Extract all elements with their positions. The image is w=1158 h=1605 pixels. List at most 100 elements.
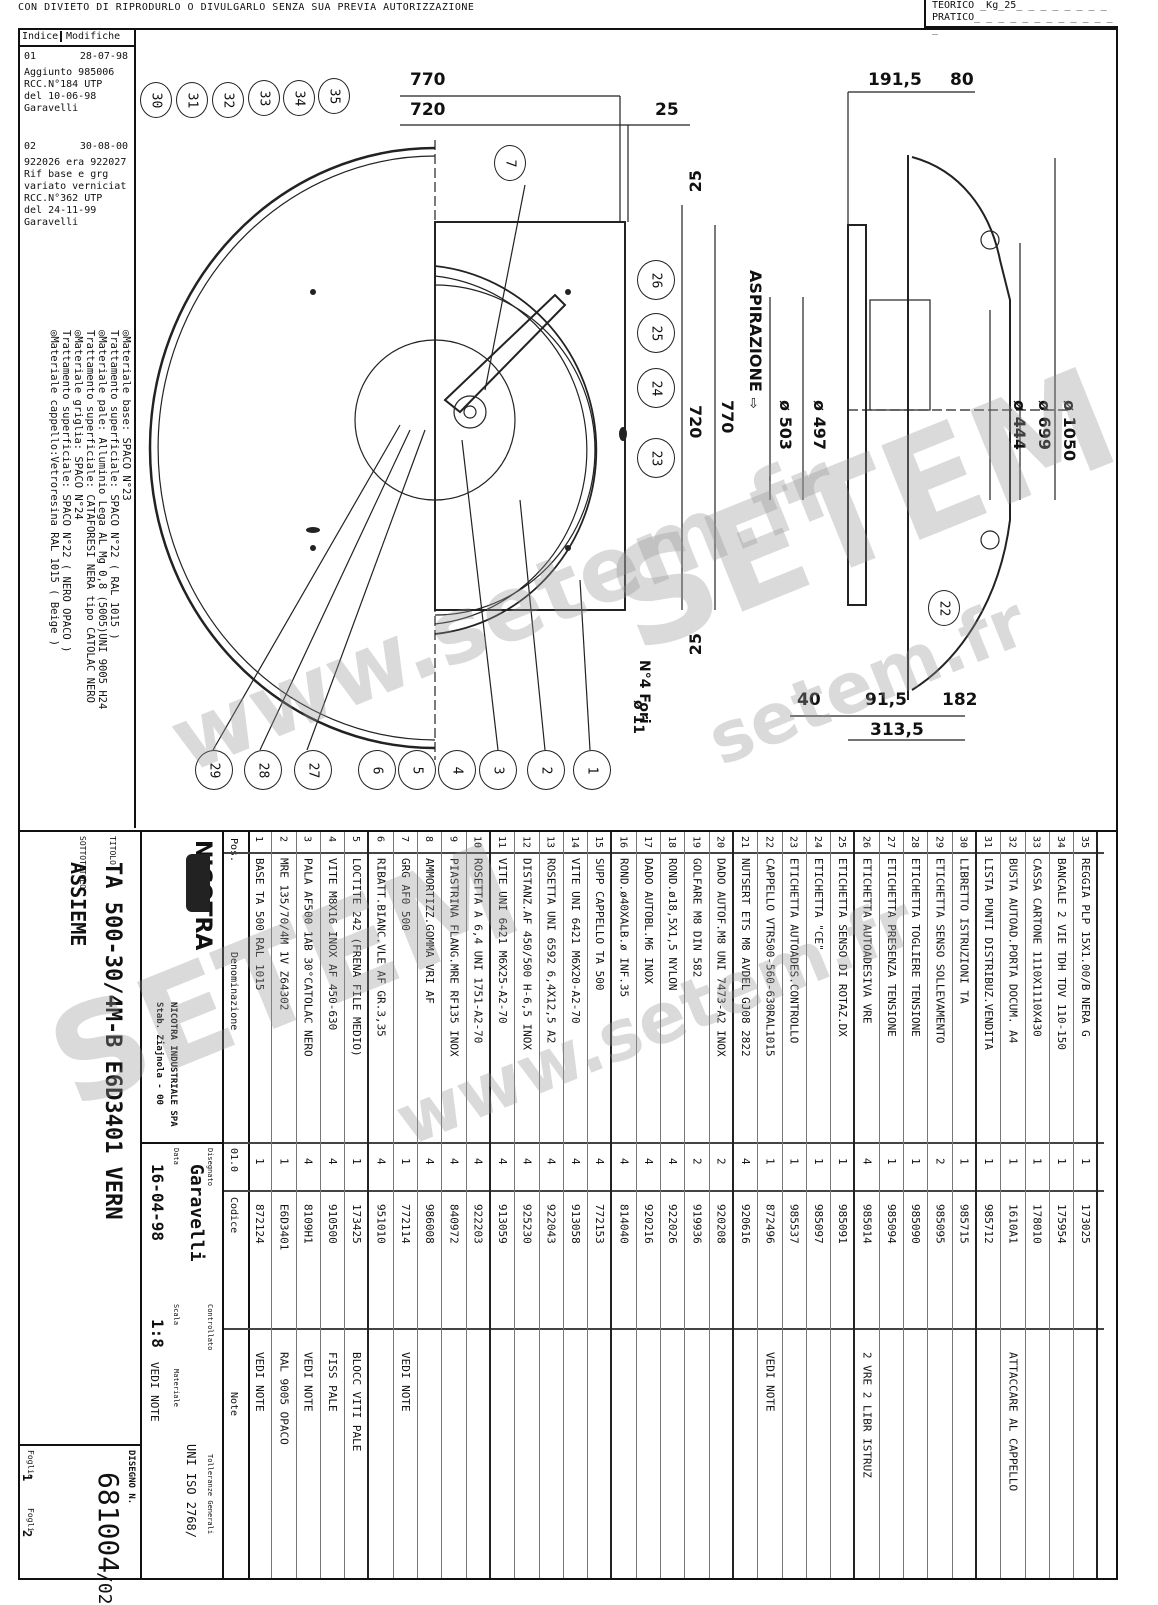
bom-name: GOLFARE M8 DIN 582 bbox=[690, 858, 704, 978]
bom-qty: 2 bbox=[714, 1158, 728, 1165]
revision-date: 30-08-00 bbox=[79, 141, 128, 152]
drawing-subtitle: ASSIEME bbox=[66, 862, 90, 947]
balloon-2: 2 bbox=[527, 750, 565, 790]
balloon-30: 30 bbox=[140, 82, 172, 118]
bom-qty: 4 bbox=[568, 1158, 582, 1165]
bom-code: 922043 bbox=[544, 1204, 558, 1244]
bom-code: 919936 bbox=[690, 1204, 704, 1244]
bom-code: 985095 bbox=[933, 1204, 947, 1244]
bom-qty: 1 bbox=[253, 1158, 266, 1165]
designer-name: Garavelli bbox=[186, 1164, 207, 1262]
bom-note: VEDI NOTE bbox=[301, 1352, 315, 1412]
fan-drawing bbox=[148, 91, 1070, 760]
bom-name: DISTANZ.AF 450/500 H-6,5 INOX bbox=[520, 858, 534, 1051]
dim-height-outer: 770 bbox=[718, 400, 737, 434]
bom-name: ETICHETTA "CE" bbox=[811, 858, 825, 951]
bom-divider-name bbox=[224, 1142, 1104, 1144]
bom-pos: 11 bbox=[496, 836, 507, 849]
bom-name: AMMORTIZZ.GOMMA VRI AF bbox=[423, 858, 437, 1004]
bom-divider-qty bbox=[224, 1190, 1104, 1192]
bom-name: GRG AF0 500 bbox=[398, 858, 412, 931]
bom-qty: 1 bbox=[277, 1158, 291, 1165]
dim-dia-1050: ø 1050 bbox=[1060, 400, 1079, 462]
bom-divider-pos bbox=[224, 852, 1104, 854]
company-block: NICOTRA NICOTRA INDUSTRIALE SPA Stab. Zi… bbox=[140, 832, 224, 1142]
revision-line: del 24-11-99 bbox=[24, 205, 97, 216]
bom-code: 985090 bbox=[909, 1204, 923, 1244]
bom-name: SUPP CAPPELLO TA 500 bbox=[593, 858, 607, 991]
bom-pos: 7 bbox=[398, 836, 410, 843]
dim-depth-a: 191,5 bbox=[868, 70, 922, 90]
balloon-27: 27 bbox=[294, 750, 332, 790]
balloon-24: 24 bbox=[637, 368, 675, 408]
bom-note: VEDI NOTE bbox=[253, 1352, 266, 1412]
balloon-1: 1 bbox=[573, 750, 611, 790]
bom-qty: 2 bbox=[690, 1158, 704, 1165]
bom-pos: 18 bbox=[666, 836, 678, 849]
bom-qty: 1 bbox=[982, 1158, 995, 1165]
weight-theoretical: TEORICO _Kg_25_ _ _ _ _ _ _ _ bbox=[932, 0, 1107, 11]
bom-note: FISS PALE bbox=[325, 1352, 339, 1412]
bom-pos: 21 bbox=[739, 836, 750, 849]
bom-note: RAL 9005 OPACO bbox=[277, 1352, 291, 1445]
dim-bottom-182: 182 bbox=[942, 690, 978, 710]
bom-code: 175954 bbox=[1054, 1204, 1068, 1244]
bom-header-note: Note bbox=[228, 1392, 239, 1417]
bom-code: 772114 bbox=[398, 1204, 412, 1244]
bom-code: 985715 bbox=[957, 1204, 971, 1244]
bom-name: DADO AUTOF.M8 UNI 7473-A2 INOX bbox=[714, 858, 728, 1057]
label-titolo: TITOLO bbox=[108, 836, 117, 865]
balloon-33: 33 bbox=[248, 80, 280, 116]
bom-name: VITE UNI 6421 M6X25-A2-70 bbox=[496, 858, 509, 1024]
bom-qty: 4 bbox=[641, 1158, 655, 1165]
bom-pos: 17 bbox=[641, 836, 653, 849]
bom-code: 178010 bbox=[1030, 1204, 1044, 1244]
bom-qty: 1 bbox=[909, 1158, 923, 1165]
bom-pos: 13 bbox=[544, 836, 556, 849]
bom-code: 173025 bbox=[1079, 1204, 1093, 1244]
bom-note: BLOCC VITI PALE bbox=[350, 1352, 364, 1452]
bom-code: 985094 bbox=[884, 1204, 898, 1244]
drawing-title: TA 500-30/4M-B E6D3401 VERN bbox=[100, 862, 125, 1220]
bom-code: 922203 bbox=[471, 1204, 485, 1244]
revision-index: 02 bbox=[24, 141, 37, 152]
bom-pos: 8 bbox=[423, 836, 435, 843]
dim-bottom-40: 40 bbox=[797, 690, 821, 710]
material-note: Trattamento superficiale: SPACO N°22 ( N… bbox=[60, 330, 72, 653]
bom-code: 872124 bbox=[253, 1204, 266, 1244]
bom-code: 985097 bbox=[811, 1204, 825, 1244]
dim-dia-497: ø 497 bbox=[810, 400, 829, 450]
bom-qty: 1 bbox=[1079, 1158, 1093, 1165]
bom-code: 814040 bbox=[617, 1204, 631, 1244]
bom-qty: 1 bbox=[787, 1158, 801, 1165]
bom-name: ROND.ø40XALB.ø INF.35 bbox=[617, 858, 631, 998]
revision-index: 01 bbox=[24, 51, 37, 62]
label-disegno: DISEGNO N. bbox=[126, 1450, 136, 1505]
label-disegnato: Disegnato bbox=[206, 1148, 214, 1186]
bom-note: ATTACCARE AL CAPPELLO bbox=[1006, 1352, 1020, 1492]
bom-name: NUTSERT ETS M8 AVDEL GJ08 2822 bbox=[739, 858, 752, 1057]
revision-entry: 02 30-08-00 922026 era 922027 Rif base e… bbox=[18, 137, 134, 233]
bom-qty: 4 bbox=[325, 1158, 339, 1165]
confidentiality-note: CON DIVIETO DI RIPRODURLO O DIVULGARLO S… bbox=[18, 2, 475, 13]
bom-pos: 22 bbox=[763, 836, 775, 849]
balloon-26: 26 bbox=[637, 260, 675, 300]
drawing-material: VEDI NOTE bbox=[148, 1362, 161, 1422]
bom-name: ROSETTA A 6,4 UNI 1751-A2-70 bbox=[471, 858, 485, 1044]
revision-line: 922026 era 922027 bbox=[24, 157, 127, 168]
